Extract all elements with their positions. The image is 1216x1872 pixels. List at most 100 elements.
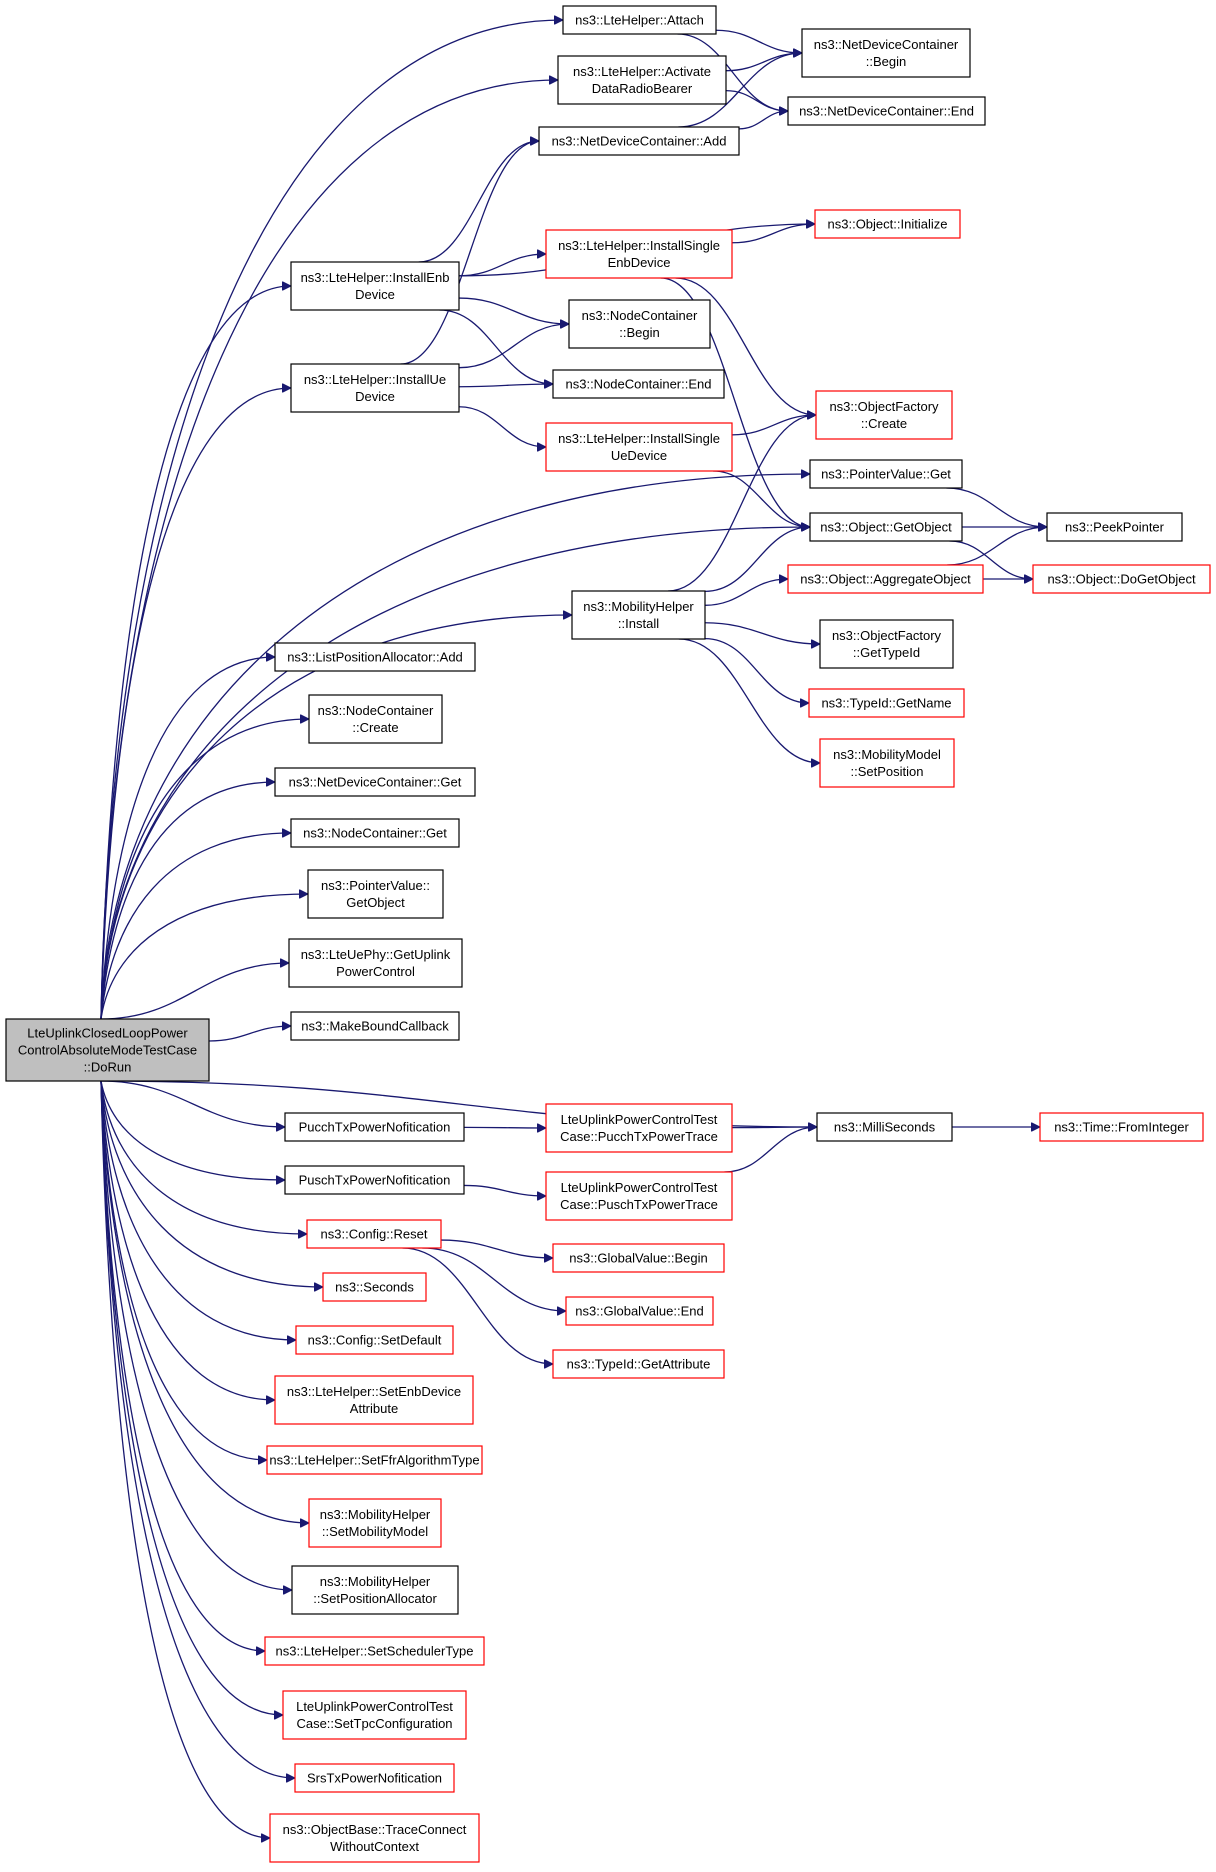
node-box [290, 818, 460, 848]
node-mm-setposition[interactable]: ns3::MobilityModel::SetPosition [819, 738, 955, 788]
node-makeboundcallback[interactable]: ns3::MakeBoundCallback [290, 1011, 460, 1041]
node-mh-setmobility[interactable]: ns3::MobilityHelper::SetMobilityModel [308, 1498, 442, 1548]
node-pusch-notif[interactable]: PuschTxPowerNofitication [284, 1165, 465, 1195]
node-obj-aggregate[interactable]: ns3::Object::AggregateObject [787, 564, 984, 594]
root-node[interactable]: LteUplinkClosedLoopPowerControlAbsoluteM… [5, 1018, 210, 1082]
node-box [815, 390, 953, 440]
edge-root-to-set_ffr [100, 1080, 267, 1460]
edge-root-to-seconds [100, 1080, 323, 1287]
node-attach[interactable]: ns3::LteHelper::Attach [562, 5, 717, 35]
node-pucch-notif[interactable]: PucchTxPowerNofitication [284, 1112, 465, 1142]
node-pv-get[interactable]: ns3::PointerValue::Get [809, 459, 963, 489]
node-label-line: UeDevice [611, 448, 667, 463]
node-label-line: Case::PuschTxPowerTrace [560, 1197, 718, 1212]
node-label-line: ::Create [861, 416, 907, 431]
node-label-line: ::SetPositionAllocator [313, 1591, 437, 1606]
node-label-line: ns3::PointerValue:: [321, 878, 430, 893]
node-label-line: ns3::GlobalValue::Begin [569, 1251, 708, 1266]
node-label-line: PowerControl [336, 964, 415, 979]
node-box [1046, 512, 1183, 542]
node-lpa-add[interactable]: ns3::ListPositionAllocator::Add [274, 642, 476, 672]
edge-root-to-set_scheduler [100, 1080, 265, 1651]
node-of-gettypeid[interactable]: ns3::ObjectFactory::GetTypeId [819, 619, 954, 669]
node-nc-end[interactable]: ns3::NodeContainer::End [552, 369, 725, 399]
node-box [5, 1018, 210, 1082]
node-box [274, 642, 476, 672]
node-box [288, 938, 463, 988]
node-pucch-trace[interactable]: LteUplinkPowerControlTestCase::PucchTxPo… [545, 1103, 733, 1153]
node-of-create[interactable]: ns3::ObjectFactory::Create [815, 390, 953, 440]
node-label-line: ns3::ObjectFactory [832, 628, 942, 643]
edge-root-to-pusch_notif [100, 1080, 285, 1180]
node-obj-getobject[interactable]: ns3::Object::GetObject [809, 512, 963, 542]
node-trace-connect[interactable]: ns3::ObjectBase::TraceConnectWithoutCont… [269, 1813, 480, 1863]
node-gv-begin[interactable]: ns3::GlobalValue::Begin [552, 1243, 725, 1273]
node-nc-begin[interactable]: ns3::NodeContainer::Begin [568, 299, 711, 349]
node-obj-dogetobject[interactable]: ns3::Object::DoGetObject [1032, 564, 1211, 594]
node-label-line: LteUplinkPowerControlTest [561, 1180, 718, 1195]
node-time-frominteger[interactable]: ns3::Time::FromInteger [1039, 1112, 1204, 1142]
node-pv-getobject[interactable]: ns3::PointerValue::GetObject [307, 869, 444, 919]
edge-attach-to-ndc_begin [715, 29, 802, 53]
node-label-line: ns3::GlobalValue::End [575, 1304, 703, 1319]
node-ndc-get[interactable]: ns3::NetDeviceContainer::Get [274, 767, 476, 797]
node-box [284, 1112, 465, 1142]
node-box [562, 5, 717, 35]
node-nc-create[interactable]: ns3::NodeContainer::Create [308, 694, 443, 744]
node-ndc-end[interactable]: ns3::NetDeviceContainer::End [787, 96, 986, 126]
node-box [308, 694, 443, 744]
node-pusch-trace[interactable]: LteUplinkPowerControlTestCase::PuschTxPo… [545, 1171, 733, 1221]
node-box [284, 1165, 465, 1195]
node-ndc-begin[interactable]: ns3::NetDeviceContainer::Begin [801, 28, 971, 78]
edge-obj_aggregate-to-peekpointer [947, 527, 1047, 566]
edge-root-to-srs_notif [100, 1080, 295, 1778]
node-seconds[interactable]: ns3::Seconds [322, 1272, 427, 1302]
node-config-setdefault[interactable]: ns3::Config::SetDefault [295, 1325, 454, 1355]
node-mh-setposalloc[interactable]: ns3::MobilityHelper::SetPositionAllocato… [291, 1565, 459, 1615]
node-box [295, 1325, 454, 1355]
node-gv-end[interactable]: ns3::GlobalValue::End [565, 1296, 714, 1326]
node-config-reset[interactable]: ns3::Config::Reset [306, 1219, 442, 1249]
edge-install_single_enb-to-of_create [675, 277, 816, 415]
node-label-line: ::Begin [619, 325, 659, 340]
edge-ndc_add-to-ndc_begin [678, 53, 802, 128]
node-set-scheduler[interactable]: ns3::LteHelper::SetSchedulerType [264, 1636, 485, 1666]
node-label-line: Device [355, 287, 395, 302]
node-srs-notif[interactable]: SrsTxPowerNofitication [294, 1763, 455, 1793]
node-typeid-getattr[interactable]: ns3::TypeId::GetAttribute [552, 1349, 725, 1379]
node-set-ffr[interactable]: ns3::LteHelper::SetFfrAlgorithmType [266, 1445, 483, 1475]
node-label-line: ns3::ObjectBase::TraceConnect [283, 1822, 467, 1837]
edge-install_ue-to-ndc_add [400, 141, 539, 365]
node-peekpointer[interactable]: ns3::PeekPointer [1046, 512, 1183, 542]
node-set-tpc[interactable]: LteUplinkPowerControlTestCase::SetTpcCon… [282, 1690, 467, 1740]
edge-install_single_ue-to-obj_getobject [713, 470, 810, 527]
node-ndc-add[interactable]: ns3::NetDeviceContainer::Add [538, 126, 740, 156]
node-label-line: ::DoRun [84, 1060, 132, 1075]
node-label-line: ns3::MobilityModel [833, 747, 941, 762]
edge-install_enb-to-nc_begin [458, 297, 569, 324]
node-box [552, 369, 725, 399]
node-millis[interactable]: ns3::MilliSeconds [816, 1112, 953, 1142]
node-nc-get[interactable]: ns3::NodeContainer::Get [290, 818, 460, 848]
node-label-line: ns3::LteHelper::InstallUe [304, 372, 446, 387]
edge-install_ue-to-nc_end [458, 384, 553, 387]
edge-root-to-install_enb [100, 286, 291, 1020]
node-box [552, 1349, 725, 1379]
node-label-line: Device [355, 389, 395, 404]
edge-mh_install-to-obj_getobject [704, 527, 810, 593]
edge-root-to-ndc_get [100, 782, 275, 1020]
node-box [545, 229, 733, 279]
node-box [545, 422, 733, 472]
node-label-line: ::Begin [866, 54, 906, 69]
node-label-line: GetObject [346, 895, 405, 910]
node-typeid-getname[interactable]: ns3::TypeId::GetName [808, 688, 965, 718]
node-obj-init[interactable]: ns3::Object::Initialize [814, 209, 961, 239]
node-mh-install[interactable]: ns3::MobilityHelper::Install [571, 590, 706, 640]
